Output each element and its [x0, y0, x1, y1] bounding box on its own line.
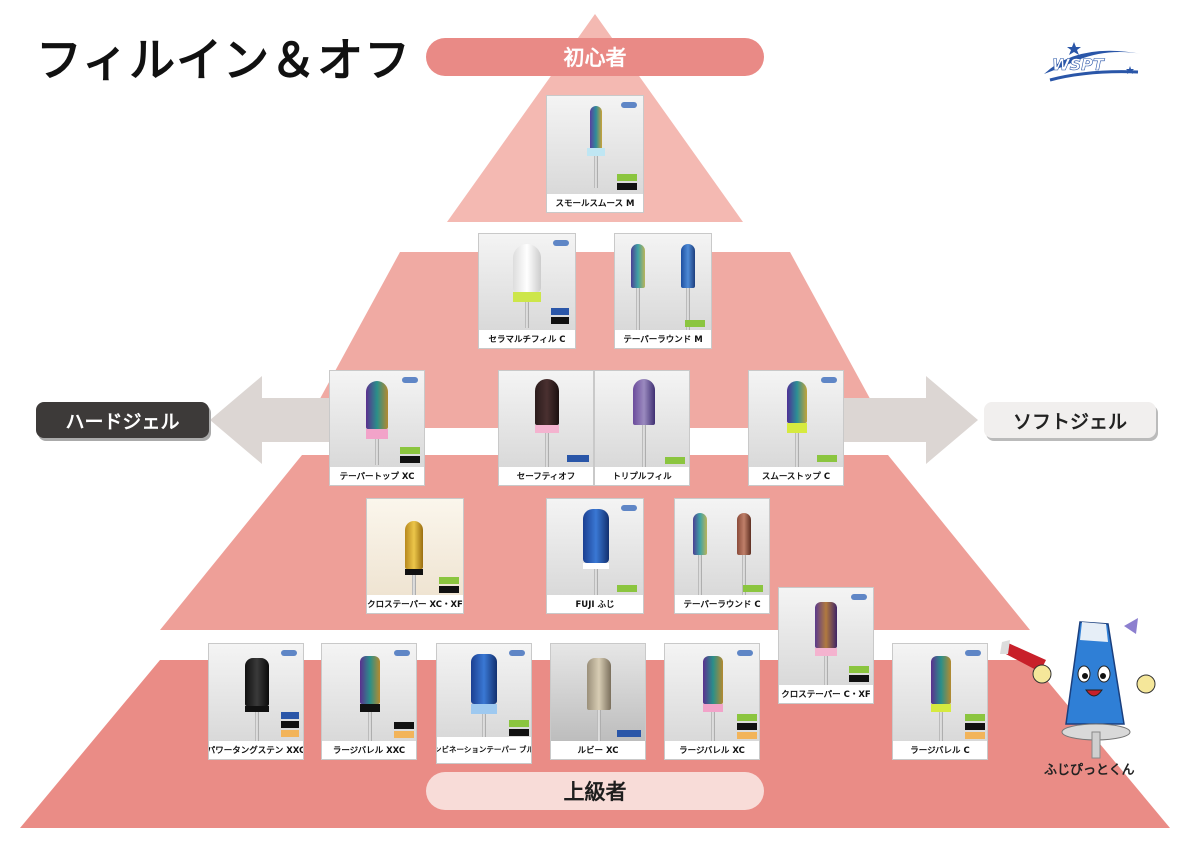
product-name: テーパートップ XC — [330, 467, 424, 485]
product-name: スモールスムース M — [547, 194, 643, 212]
product-card-taper-round-m: テーパーラウンド M — [614, 233, 712, 349]
product-name: パワータングステン XXC — [209, 741, 303, 759]
brand-icon — [621, 505, 637, 511]
logo-text: WSPT — [1052, 55, 1105, 74]
product-card-fuji: FUJI ふじ — [546, 498, 644, 614]
product-name: コンビネーションテーパー ブルー — [437, 737, 531, 763]
drill-bit-icon — [583, 509, 609, 563]
drill-bit-icon — [737, 513, 751, 555]
brand-icon — [821, 377, 837, 383]
drill-bit-icon — [693, 513, 707, 555]
drill-bit-icon — [471, 654, 497, 704]
product-card-smooth-top-c: スムーストップ C — [748, 370, 844, 486]
product-name: クロステーパー XC・XF — [367, 595, 463, 613]
mascot-name: ふじぴっとくん — [1044, 763, 1135, 778]
product-name: ラージバレル XXC — [322, 741, 416, 759]
product-card-safety-off: セーフティオフ — [498, 370, 594, 486]
brand-icon — [737, 650, 753, 656]
product-name: トリプルフィル — [595, 467, 689, 485]
soft-gel-label: ソフトジェル — [984, 402, 1156, 438]
drill-bit-icon — [587, 658, 611, 710]
product-card-power-tungsten-xxc: パワータングステン XXC — [208, 643, 304, 760]
product-card-large-barrel-xc: ラージバレル XC — [664, 643, 760, 760]
wspt-logo: WSPT — [1044, 42, 1142, 82]
brand-icon — [621, 102, 637, 108]
product-card-taper-top-xc: テーパートップ XC — [329, 370, 425, 486]
brand-icon — [553, 240, 569, 246]
level-advanced-label: 上級者 — [426, 772, 764, 810]
pyramid-tier-second — [304, 252, 886, 428]
brand-icon — [394, 650, 410, 656]
product-name: ラージバレル XC — [665, 741, 759, 759]
mascot-illustration: ふじぴっとくん — [1000, 618, 1156, 778]
product-card-small-smooth-m: スモールスムース M — [546, 95, 644, 213]
drill-bit-icon — [931, 656, 951, 704]
drill-bit-icon — [631, 244, 645, 288]
brand-icon — [965, 650, 981, 656]
product-name: セラマルチフィル C — [479, 330, 575, 348]
product-card-large-barrel-c: ラージバレル C — [892, 643, 988, 760]
product-card-large-barrel-xxc: ラージバレル XXC — [321, 643, 417, 760]
product-card-triple-fill: トリプルフィル — [594, 370, 690, 486]
drill-bit-icon — [366, 381, 388, 429]
product-card-ruby-xc: ルビー XC — [550, 643, 646, 760]
product-card-taper-round-c: テーパーラウンド C — [674, 498, 770, 614]
drill-bit-icon — [535, 379, 559, 425]
drill-bit-icon — [703, 656, 723, 704]
brand-icon — [402, 377, 418, 383]
drill-bit-icon — [787, 381, 807, 423]
page-title: フィルイン＆オフ — [36, 33, 412, 87]
hard-gel-label: ハードジェル — [36, 402, 209, 438]
brand-icon — [851, 594, 867, 600]
level-beginner-label: 初心者 — [426, 38, 764, 76]
drill-bit-icon — [405, 521, 423, 569]
product-name: テーパーラウンド M — [615, 330, 711, 348]
product-name: ラージバレル C — [893, 741, 987, 759]
product-card-ceramulti-fill-c: セラマルチフィル C — [478, 233, 576, 349]
product-card-cross-taper-c-xf: クロステーパー C・XF — [778, 587, 874, 704]
drill-bit-icon — [245, 658, 269, 706]
product-name: セーフティオフ — [499, 467, 593, 485]
brand-icon — [281, 650, 297, 656]
product-card-cross-taper-xc-xf: クロステーパー XC・XF — [366, 498, 464, 614]
product-name: テーパーラウンド C — [675, 595, 769, 613]
brand-icon — [509, 650, 525, 656]
product-name: クロステーパー C・XF — [779, 685, 873, 703]
drill-bit-icon — [513, 244, 541, 292]
drill-bit-icon — [815, 602, 837, 648]
drill-bit-icon — [360, 656, 380, 704]
product-name: ルビー XC — [551, 741, 645, 759]
product-card-combination-taper-blue: コンビネーションテーパー ブルー — [436, 643, 532, 764]
product-name: スムーストップ C — [749, 467, 843, 485]
drill-bit-icon — [681, 244, 695, 288]
product-name: FUJI ふじ — [547, 595, 643, 613]
drill-bit-icon — [633, 379, 655, 425]
drill-bit-icon — [590, 106, 602, 150]
